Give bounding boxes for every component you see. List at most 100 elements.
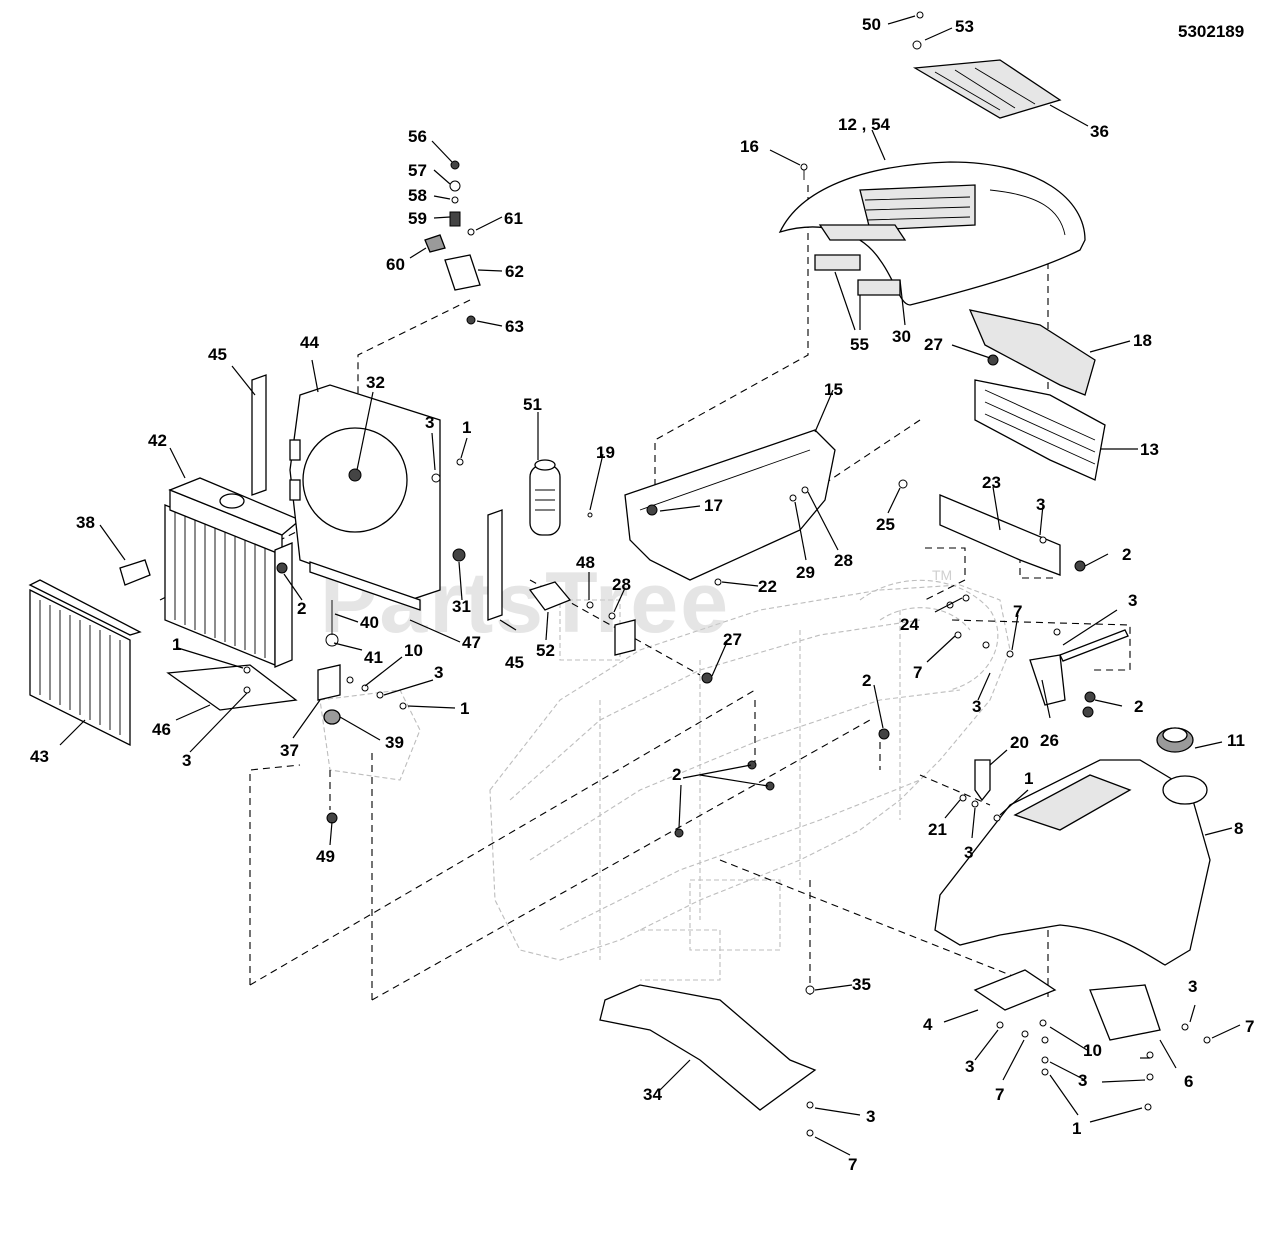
callout-2: 2 bbox=[1122, 545, 1131, 564]
callout-18: 18 bbox=[1133, 331, 1152, 350]
callout-1: 1 bbox=[1024, 769, 1033, 788]
callout-61: 61 bbox=[504, 209, 523, 228]
fuel-cap-part bbox=[1156, 727, 1194, 753]
callout-26: 26 bbox=[1040, 731, 1059, 750]
callout-49: 49 bbox=[316, 847, 335, 866]
callout-20: 20 bbox=[1010, 733, 1029, 752]
callout-27: 27 bbox=[924, 335, 943, 354]
callout-3: 3 bbox=[965, 1057, 974, 1076]
lower-seal-part bbox=[309, 561, 421, 611]
callout-27: 27 bbox=[723, 630, 742, 649]
callout-7: 7 bbox=[913, 663, 922, 682]
callout-12-54: 12 , 54 bbox=[838, 115, 891, 134]
leader-lines bbox=[59, 15, 1241, 1156]
callout-1: 1 bbox=[172, 635, 181, 654]
tractor-frame-outline bbox=[319, 579, 1011, 981]
callout-38: 38 bbox=[76, 513, 95, 532]
callout-55: 55 bbox=[850, 335, 869, 354]
callout-7: 7 bbox=[848, 1155, 857, 1174]
callout-3: 3 bbox=[866, 1107, 875, 1126]
callout-59: 59 bbox=[408, 209, 427, 228]
foam-pads-part bbox=[814, 224, 907, 296]
callout-1: 1 bbox=[460, 699, 469, 718]
callout-22: 22 bbox=[758, 577, 777, 596]
callout-32: 32 bbox=[366, 373, 385, 392]
grille-top-part bbox=[968, 309, 1096, 396]
callout-39: 39 bbox=[385, 733, 404, 752]
pivot-shaft-part bbox=[1059, 629, 1129, 662]
callout-3: 3 bbox=[972, 697, 981, 716]
callout-3: 3 bbox=[964, 843, 973, 862]
callout-28: 28 bbox=[612, 575, 631, 594]
callout-21: 21 bbox=[928, 820, 947, 839]
callout-47: 47 bbox=[462, 633, 481, 652]
dash-panel-part bbox=[624, 429, 836, 581]
callout-50: 50 bbox=[862, 15, 881, 34]
hood-insert-part bbox=[912, 59, 1062, 119]
grille-part bbox=[974, 379, 1106, 481]
callout-10: 10 bbox=[1083, 1041, 1102, 1060]
callout-29: 29 bbox=[796, 563, 815, 582]
seal-strip-part bbox=[487, 509, 503, 621]
callout-58: 58 bbox=[408, 186, 427, 205]
callout-53: 53 bbox=[955, 17, 974, 36]
callout-19: 19 bbox=[596, 443, 615, 462]
callout-23: 23 bbox=[982, 473, 1001, 492]
under-shield-part bbox=[599, 984, 817, 1111]
callout-17: 17 bbox=[704, 496, 723, 515]
fender-part bbox=[934, 759, 1211, 966]
callout-36: 36 bbox=[1090, 122, 1109, 141]
document-id: 5302189 bbox=[1178, 22, 1244, 41]
callout-42: 42 bbox=[148, 431, 167, 450]
callout-3: 3 bbox=[182, 751, 191, 770]
isolator-part bbox=[323, 709, 341, 725]
lower-shield-part bbox=[166, 664, 298, 711]
watermark-trademark: TM bbox=[932, 567, 952, 583]
callout-13: 13 bbox=[1140, 440, 1159, 459]
callout-3: 3 bbox=[434, 663, 443, 682]
callout-31: 31 bbox=[452, 597, 471, 616]
callout-62: 62 bbox=[505, 262, 524, 281]
callout-45: 45 bbox=[505, 653, 524, 672]
callout-2: 2 bbox=[1134, 697, 1143, 716]
callout-46: 46 bbox=[152, 720, 171, 739]
callout-40: 40 bbox=[360, 613, 379, 632]
callout-7: 7 bbox=[1013, 602, 1022, 621]
callout-8: 8 bbox=[1234, 819, 1243, 838]
callout-35: 35 bbox=[852, 975, 871, 994]
callout-labels: 50 53 36 12 , 54 16 56 57 58 59 61 60 62… bbox=[30, 15, 1254, 1174]
callout-11: 11 bbox=[1227, 731, 1245, 750]
callout-2: 2 bbox=[862, 671, 871, 690]
callout-2: 2 bbox=[297, 599, 306, 618]
callout-37: 37 bbox=[280, 741, 299, 760]
callout-48: 48 bbox=[576, 553, 595, 572]
callout-28: 28 bbox=[834, 551, 853, 570]
callout-43: 43 bbox=[30, 747, 49, 766]
callout-7: 7 bbox=[1245, 1017, 1254, 1036]
callout-6: 6 bbox=[1184, 1072, 1193, 1091]
callout-34: 34 bbox=[643, 1085, 662, 1104]
fan-shroud-part bbox=[289, 384, 441, 601]
callout-30: 30 bbox=[892, 327, 911, 346]
hardware bbox=[243, 11, 1211, 1137]
callout-45: 45 bbox=[208, 345, 227, 364]
grille-bracket-part bbox=[939, 494, 1061, 576]
bracket-part bbox=[119, 559, 151, 586]
callout-41: 41 bbox=[364, 648, 383, 667]
seal-strip-part bbox=[251, 374, 267, 496]
callout-1: 1 bbox=[462, 418, 471, 437]
callout-3: 3 bbox=[425, 413, 434, 432]
callout-3: 3 bbox=[1078, 1071, 1087, 1090]
callout-16: 16 bbox=[740, 137, 759, 156]
callout-3: 3 bbox=[1188, 977, 1197, 996]
mount-part bbox=[317, 664, 341, 701]
callout-4: 4 bbox=[923, 1015, 933, 1034]
callout-15: 15 bbox=[824, 380, 843, 399]
callout-1: 1 bbox=[1072, 1119, 1081, 1138]
callout-2: 2 bbox=[672, 765, 681, 784]
callout-10: 10 bbox=[404, 641, 423, 660]
callout-52: 52 bbox=[536, 641, 555, 660]
overflow-bottle-part bbox=[529, 459, 561, 536]
mount-bracket-left bbox=[973, 969, 1057, 1011]
